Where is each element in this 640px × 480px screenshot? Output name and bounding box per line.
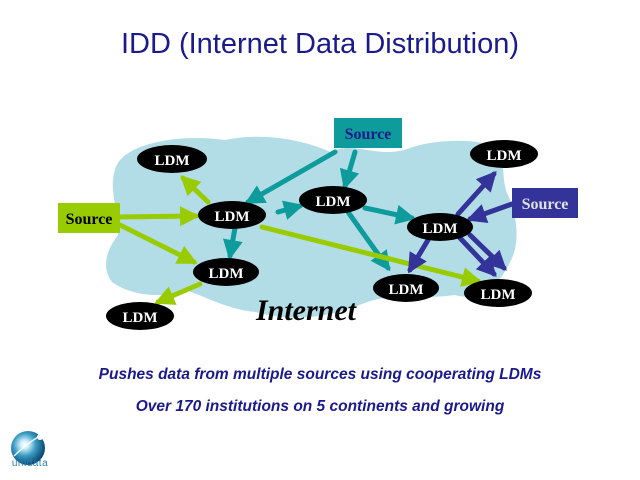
ldm-label: LDM — [215, 209, 250, 225]
ldm-node-top-left: LDM — [137, 145, 207, 173]
source-top: Source — [334, 118, 402, 148]
ldm-label: LDM — [316, 194, 351, 210]
blue-arrow — [407, 237, 431, 274]
slide-title: IDD (Internet Data Distribution) — [120, 28, 520, 60]
internet-label: Internet — [255, 294, 358, 327]
ldm-label: LDM — [423, 221, 458, 237]
green-arrow — [117, 222, 198, 265]
ldm-node-hub-center: LDM — [299, 186, 367, 214]
ldm-label: LDM — [389, 282, 424, 298]
unidata-logo-icon — [11, 431, 49, 465]
teal-arrow — [275, 200, 304, 220]
blue-arrow — [467, 232, 507, 271]
teal-arrow — [244, 149, 338, 205]
ldm-node-hub-left: LDM — [198, 201, 266, 229]
caption-sources: Pushes data from multiple sources using … — [98, 366, 542, 383]
ldm-node-top-right: LDM — [470, 140, 538, 168]
unidata-logo-text: unidata — [11, 458, 49, 469]
teal-arrow — [362, 204, 416, 225]
ldm-label: LDM — [209, 266, 244, 282]
source-right: Source — [512, 188, 578, 218]
ldm-node-hub-right: LDM — [407, 213, 473, 241]
blue-arrow — [466, 201, 515, 224]
source-top-label: Source — [345, 126, 392, 143]
ldm-node-bottom-center: LDM — [373, 274, 439, 302]
source-right-label: Source — [522, 196, 569, 213]
ldm-label: LDM — [487, 148, 522, 164]
ldm-node-bottom-right: LDM — [464, 279, 532, 307]
green-arrow — [259, 224, 482, 287]
ldm-label: LDM — [155, 153, 190, 169]
ldm-label: LDM — [481, 287, 516, 303]
source-left: Source — [58, 203, 120, 233]
ldm-label: LDM — [123, 310, 158, 326]
source-left-label: Source — [66, 211, 113, 228]
caption-institutions: Over 170 institutions on 5 continents an… — [135, 398, 505, 415]
teal-arrow — [339, 149, 360, 190]
blue-arrows — [407, 171, 515, 277]
green-arrow — [117, 206, 200, 227]
green-arrow — [180, 175, 211, 205]
teal-arrow — [222, 225, 243, 260]
green-arrow — [154, 281, 203, 305]
green-arrows — [117, 175, 482, 305]
ldm-node-mid-lower: LDM — [193, 258, 259, 286]
blue-arrow — [455, 171, 497, 217]
ldm-node-bottom-left: LDM — [106, 302, 174, 330]
